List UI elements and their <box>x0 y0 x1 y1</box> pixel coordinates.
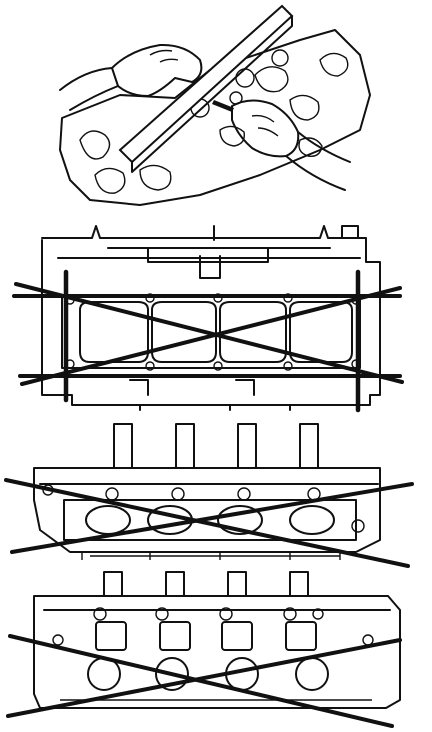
head-panel-b <box>4 423 414 568</box>
cross-out-line-b2 <box>10 482 414 554</box>
cross-out-line-c1 <box>8 634 394 728</box>
cross-out-line-b1 <box>4 478 410 568</box>
head-panel-c <box>6 571 402 728</box>
cross-out-line-c2 <box>6 638 402 718</box>
cross-out-line-a2 <box>20 286 402 386</box>
head-panel-a <box>12 225 404 413</box>
straightedge-measurement-panel <box>59 4 371 206</box>
cross-out-line-a1 <box>14 282 404 384</box>
